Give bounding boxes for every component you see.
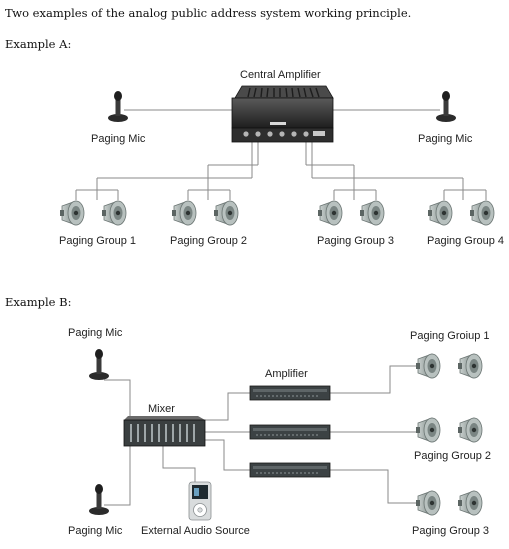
paging-mic-top-icon xyxy=(89,349,109,380)
mixer-label: Mixer xyxy=(148,403,175,415)
amplifier-label: Amplifier xyxy=(265,368,308,380)
amplifier-1-icon xyxy=(249,385,331,401)
speaker-icon xyxy=(101,200,127,226)
example-b-connections xyxy=(104,365,420,506)
paging-group-1-label: Paging Group 1 xyxy=(59,235,137,247)
paging-mic-right-label: Paging Mic xyxy=(418,133,473,145)
example-a-speakers xyxy=(59,200,495,226)
speaker-icon xyxy=(317,200,343,226)
example-b-title: Example B: xyxy=(5,295,72,309)
paging-group-4-label: Paging Group 4 xyxy=(427,235,505,247)
paging-mic-bottom-label: Paging Mic xyxy=(68,525,123,537)
speaker-icon xyxy=(457,417,483,443)
mixer-icon xyxy=(123,416,206,447)
paging-mic-bottom-icon xyxy=(89,484,109,515)
central-amplifier-label: Central Amplifier xyxy=(240,69,321,81)
speaker-icon xyxy=(427,200,453,226)
speaker-icon xyxy=(59,200,85,226)
media-player-icon xyxy=(188,481,212,521)
external-audio-source-label: External Audio Source xyxy=(141,525,250,537)
paging-group-3-label: Paging Group 3 xyxy=(317,235,395,247)
speaker-icon xyxy=(457,353,483,379)
paging-mic-left-label: Paging Mic xyxy=(91,133,146,145)
central-amplifier-icon xyxy=(231,85,334,143)
paging-group-2-label: Paging Group 2 xyxy=(170,235,248,247)
speaker-icon xyxy=(415,490,441,516)
example-a-connections xyxy=(75,109,487,200)
speaker-icon xyxy=(457,490,483,516)
intro-text: Two examples of the analog public addres… xyxy=(5,6,412,20)
speaker-icon xyxy=(171,200,197,226)
example-a-title: Example A: xyxy=(5,37,72,51)
example-b-speakers xyxy=(415,353,483,516)
speaker-icon xyxy=(469,200,495,226)
paging-group-b2-label: Paging Group 2 xyxy=(414,450,492,462)
paging-mic-right-icon xyxy=(436,91,456,122)
paging-group-b3-label: Paging Group 3 xyxy=(412,525,490,537)
speaker-icon xyxy=(359,200,385,226)
paging-mic-left-icon xyxy=(108,91,128,122)
paging-mic-top-label: Paging Mic xyxy=(68,327,123,339)
speaker-icon xyxy=(213,200,239,226)
paging-group-b1-label: Paging Groiup 1 xyxy=(410,330,490,342)
speaker-icon xyxy=(415,353,441,379)
speaker-icon xyxy=(415,417,441,443)
amplifier-2-icon xyxy=(249,424,331,440)
amplifier-3-icon xyxy=(249,462,331,478)
